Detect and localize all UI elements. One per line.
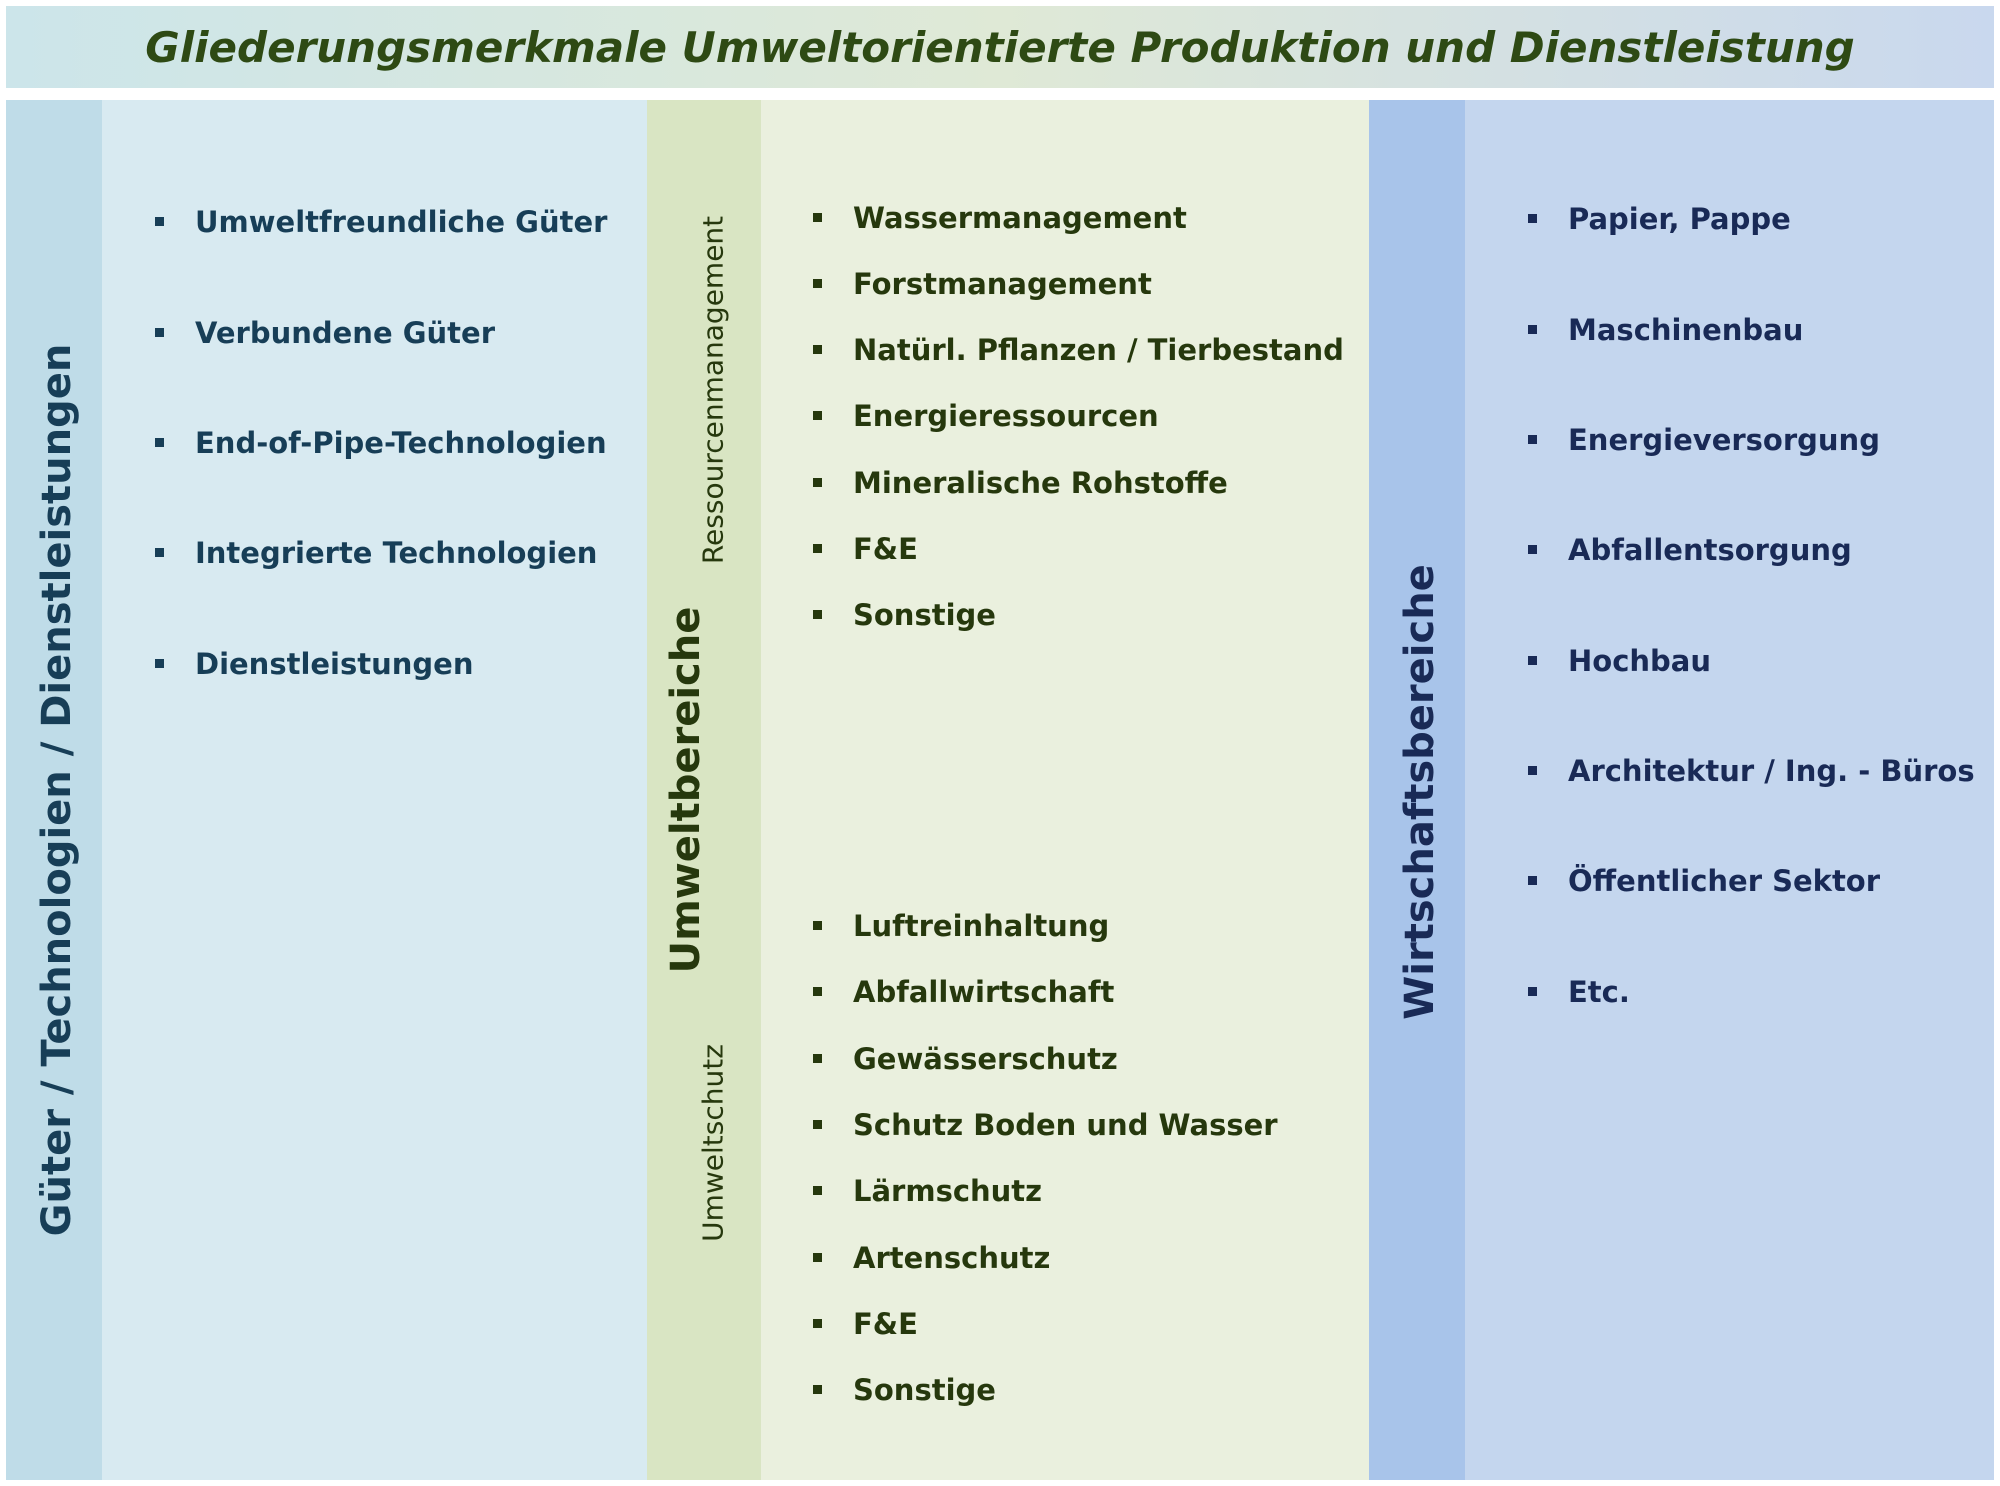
item-label: Maschinenbau xyxy=(1568,313,1804,347)
list-item: Sonstige xyxy=(813,598,996,632)
list-item: Öffentlicher Sektor xyxy=(1528,864,1880,898)
list-item: Schutz Boden und Wasser xyxy=(813,1108,1278,1142)
bullet-icon xyxy=(1528,324,1537,334)
item-label: Verbundene Güter xyxy=(195,316,495,350)
list-item: Papier, Pappe xyxy=(1528,202,1791,236)
list-item: Abfallentsorgung xyxy=(1528,533,1852,567)
middle-category-band xyxy=(647,100,761,1480)
item-label: Umweltfreundliche Güter xyxy=(195,205,608,239)
item-label: Sonstige xyxy=(853,598,996,632)
bullet-icon xyxy=(813,1252,822,1262)
item-label: F&E xyxy=(853,532,918,566)
bullet-icon xyxy=(155,216,164,226)
item-label: Dienstleistungen xyxy=(195,647,474,681)
item-label: End-of-Pipe-Technologien xyxy=(195,426,607,460)
item-label: Natürl. Pflanzen / Tierbestand xyxy=(853,333,1344,367)
title-banner: Gliederungsmerkmale Umweltorientierte Pr… xyxy=(6,6,1994,88)
bullet-icon xyxy=(813,1384,822,1394)
umweltschutz-group-label: Umweltschutz xyxy=(696,1044,730,1242)
left-category-body xyxy=(102,100,647,1480)
bullet-icon xyxy=(813,278,822,288)
list-item: F&E xyxy=(813,1307,918,1341)
middle-category-body xyxy=(761,100,1369,1480)
bullet-icon xyxy=(813,410,822,420)
item-label: Mineralische Rohstoffe xyxy=(853,466,1228,500)
bullet-icon xyxy=(1528,434,1537,444)
bullet-icon xyxy=(1528,765,1537,775)
bullet-icon xyxy=(155,437,164,447)
item-label: Abfallwirtschaft xyxy=(853,975,1115,1009)
ressourcen-group-label: Ressourcenmanagement xyxy=(696,215,730,565)
list-item: Architektur / Ing. - Büros xyxy=(1528,754,1975,788)
left-category-label: Güter / Technologien / Dienstleistungen xyxy=(34,343,80,1237)
bullet-icon xyxy=(813,609,822,619)
list-item: Forstmanagement xyxy=(813,267,1152,301)
bullet-icon xyxy=(813,920,822,930)
item-label: F&E xyxy=(853,1307,918,1341)
bullet-icon xyxy=(155,658,164,668)
bullet-icon xyxy=(813,1185,822,1195)
bullet-icon xyxy=(1528,213,1537,223)
bullet-icon xyxy=(813,1053,822,1063)
list-item: Lärmschutz xyxy=(813,1174,1042,1208)
item-label: Sonstige xyxy=(853,1373,996,1407)
list-item: Energieressourcen xyxy=(813,399,1159,433)
item-label: Energieversorgung xyxy=(1568,423,1880,457)
item-label: Etc. xyxy=(1568,975,1630,1009)
bullet-icon xyxy=(813,344,822,354)
item-label: Gewässerschutz xyxy=(853,1042,1118,1076)
list-item: Dienstleistungen xyxy=(155,647,474,681)
right-category-body xyxy=(1465,100,1994,1480)
item-label: Luftreinhaltung xyxy=(853,909,1110,943)
list-item: Verbundene Güter xyxy=(155,316,495,350)
list-item: Sonstige xyxy=(813,1373,996,1407)
list-item: End-of-Pipe-Technologien xyxy=(155,426,607,460)
bullet-icon xyxy=(813,1318,822,1328)
bullet-icon xyxy=(155,327,164,337)
list-item: Integrierte Technologien xyxy=(155,536,597,570)
list-item: Natürl. Pflanzen / Tierbestand xyxy=(813,333,1344,367)
left-category-band xyxy=(6,100,102,1480)
bullet-icon xyxy=(813,543,822,553)
bullet-icon xyxy=(1528,544,1537,554)
item-label: Öffentlicher Sektor xyxy=(1568,864,1881,898)
item-label: Hochbau xyxy=(1568,644,1712,678)
item-label: Forstmanagement xyxy=(853,267,1152,301)
item-label: Integrierte Technologien xyxy=(195,536,598,570)
item-label: Papier, Pappe xyxy=(1568,202,1791,236)
bullet-icon xyxy=(1528,655,1537,665)
list-item: Energieversorgung xyxy=(1528,423,1880,457)
item-label: Schutz Boden und Wasser xyxy=(853,1108,1278,1142)
item-label: Abfallentsorgung xyxy=(1568,533,1852,567)
item-label: Wassermanagement xyxy=(853,201,1187,235)
item-label: Lärmschutz xyxy=(853,1174,1043,1208)
item-label: Energieressourcen xyxy=(853,399,1159,433)
list-item: Luftreinhaltung xyxy=(813,909,1109,943)
list-item: Wassermanagement xyxy=(813,201,1187,235)
bullet-icon xyxy=(813,212,822,222)
list-item: Abfallwirtschaft xyxy=(813,975,1114,1009)
bullet-icon xyxy=(813,986,822,996)
page-title: Gliederungsmerkmale Umweltorientierte Pr… xyxy=(145,22,1855,72)
list-item: Maschinenbau xyxy=(1528,313,1803,347)
list-item: Umweltfreundliche Güter xyxy=(155,205,607,239)
list-item: Gewässerschutz xyxy=(813,1042,1118,1076)
bullet-icon xyxy=(813,477,822,487)
list-item: Mineralische Rohstoffe xyxy=(813,466,1228,500)
list-item: F&E xyxy=(813,532,918,566)
list-item: Hochbau xyxy=(1528,644,1711,678)
bullet-icon xyxy=(813,1119,822,1129)
right-category-label: Wirtschaftsbereiche xyxy=(1397,564,1443,1020)
list-item: Etc. xyxy=(1528,975,1630,1009)
item-label: Artenschutz xyxy=(853,1241,1051,1275)
middle-category-label: Umweltbereiche xyxy=(663,606,709,974)
right-category-band xyxy=(1369,100,1465,1480)
list-item: Artenschutz xyxy=(813,1241,1050,1275)
bullet-icon xyxy=(1528,875,1537,885)
item-label: Architektur / Ing. - Büros xyxy=(1568,754,1975,788)
bullet-icon xyxy=(155,547,164,557)
bullet-icon xyxy=(1528,986,1537,996)
